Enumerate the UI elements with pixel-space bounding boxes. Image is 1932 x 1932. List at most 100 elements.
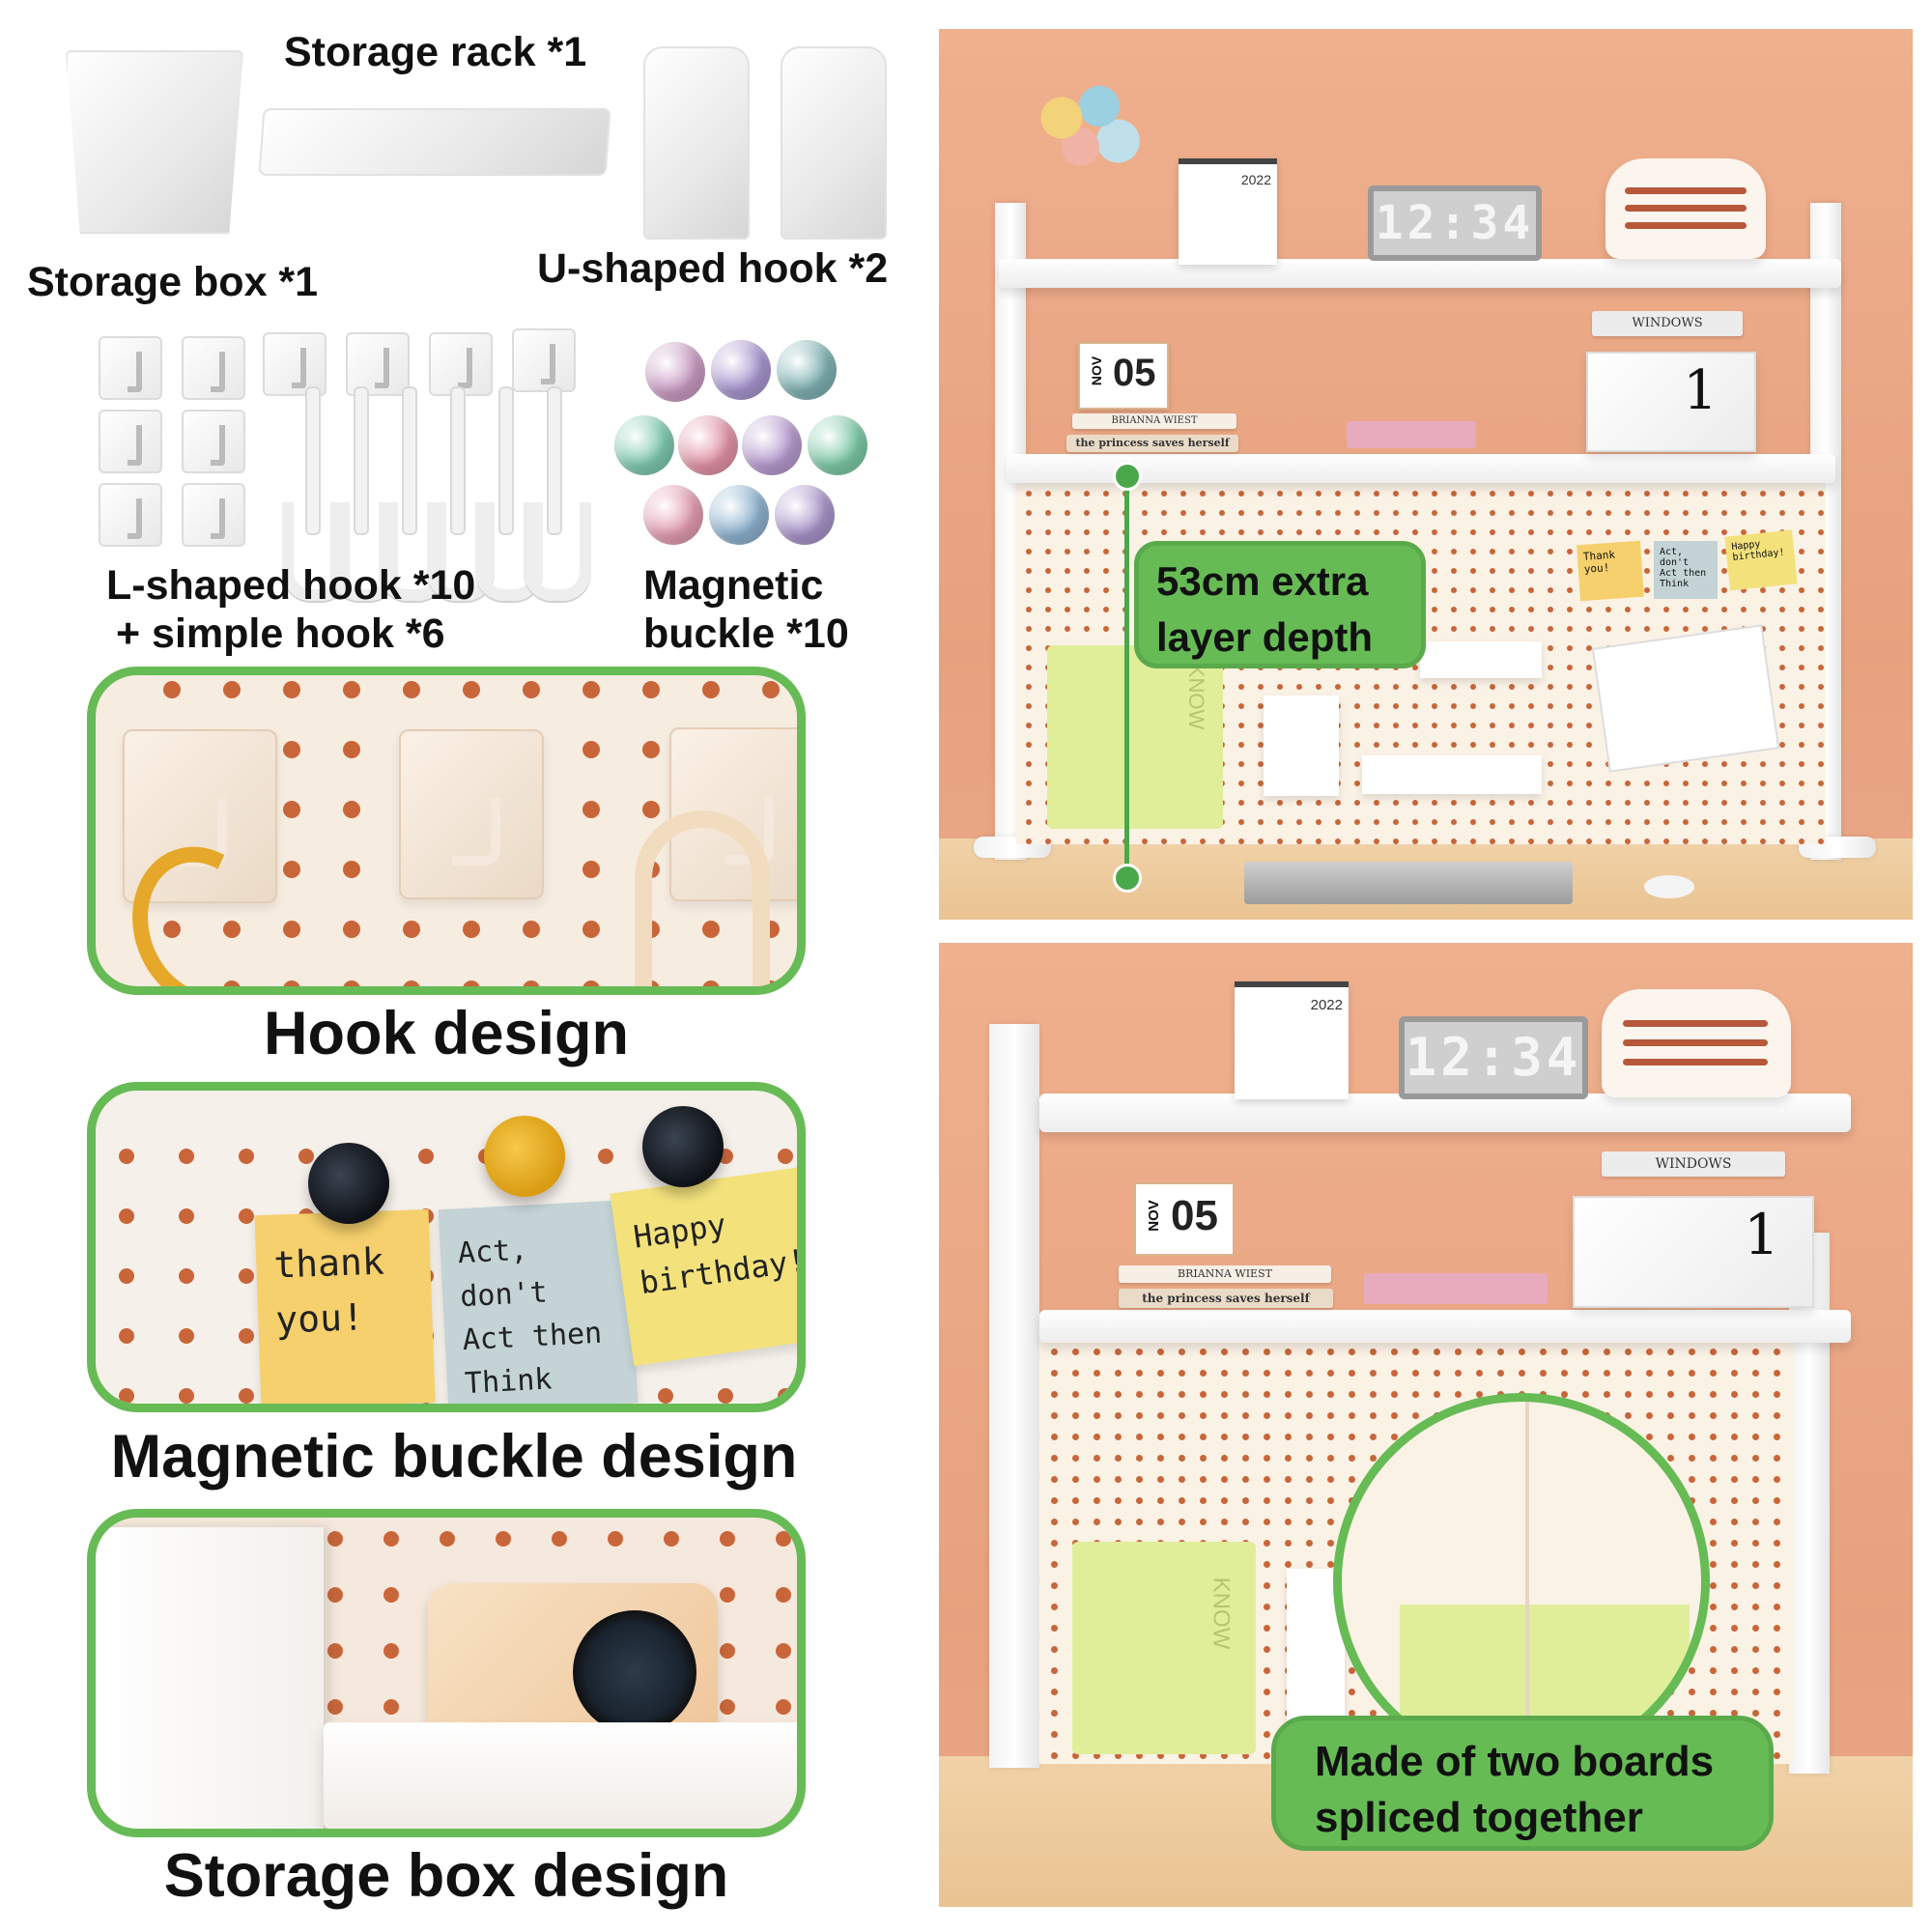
pegboard-hole [720,1531,735,1547]
pegboard-hole [1258,529,1264,535]
magnet-ball [643,485,703,545]
pegboard-hole [1567,491,1573,497]
pegboard-hole [1349,1370,1355,1377]
pegboard-hole [1354,838,1360,844]
pegboard-hole [283,801,300,818]
pegboard-hole [1774,1434,1780,1440]
pegboard-hole [1667,1349,1674,1355]
pegboard-hole [1818,781,1824,786]
pegboard-hole [1238,781,1244,786]
pegboard-hole [1051,1434,1058,1440]
pegboard-hole [1432,703,1437,709]
pegboard-hole [1412,684,1418,690]
pegboard-hole [1354,684,1360,690]
pegboard-hole [1490,703,1495,709]
pegboard-hole [1625,838,1631,844]
pegboard-hole [1200,510,1206,516]
pegboard-hole [1509,800,1515,806]
pegboard-tray [1362,755,1542,794]
pegboard-hole [1548,665,1553,670]
pegboard-hole [1051,1476,1058,1483]
pegboard-hole [1285,1349,1292,1355]
pegboard-hole [119,1268,134,1284]
pegboard-hole [598,1149,613,1164]
pegboard-hole [582,801,600,818]
magnet-ball [777,340,837,400]
pegboard-hole [1490,742,1495,748]
pegboard-hole [1774,1391,1780,1398]
pegboard-hole [1179,1412,1185,1419]
pegboard-hole [778,1388,793,1404]
pegboard-hole [1393,742,1399,748]
pegboard-hole [1779,665,1785,670]
pegboard-hole [239,1388,254,1404]
pegboard-hole [1354,703,1360,709]
pegboard-hole [384,1531,399,1547]
pegboard-hole [1582,1349,1589,1355]
pegboard-hole [1779,761,1785,767]
pegboard-hole [1161,529,1167,535]
depth-measure-dot-bottom [1113,864,1142,893]
desk-shelf-photo-top: 2022 12:34 NOV 05 BRIANNA WIEST the prin… [939,29,1913,920]
pegboard-hole [1115,1412,1122,1419]
pegboard-hole [1731,1540,1738,1547]
pegboard-hole [1045,587,1051,593]
pegboard-hole [1051,1731,1058,1738]
pegboard-hole [384,1699,399,1715]
pegboard-hole [1760,607,1766,612]
laptop [1244,862,1573,904]
pegboard-hole [1625,626,1631,632]
pegboard-hole [1683,491,1689,497]
pegboard-hole [664,1531,679,1547]
pegboard-hole [1567,761,1573,767]
pegboard-hole [1548,800,1553,806]
pegboard-hole [1335,491,1341,497]
pegboard-hole [1818,761,1824,767]
simple-hook-image [524,386,591,609]
pegboard-hole [1136,1497,1143,1504]
pegboard-hole [1490,626,1495,632]
pegboard-hole [384,1587,399,1603]
pegboard-hole [327,1587,343,1603]
pegboard-hole [1721,781,1727,786]
note-birthday: Happy birthday! [1724,529,1798,591]
pegboard-hole [1103,587,1109,593]
pegboard-hole [642,741,660,758]
pegboard-hole [1548,549,1553,554]
pegboard-hole [1731,1646,1738,1653]
depth-callout-line1: 53cm extra [1156,558,1369,604]
pegboard-hole [1451,587,1457,593]
pegboard-hole [1548,761,1553,767]
pegboard-hole [720,1699,735,1715]
pegboard-hole [1354,781,1360,786]
pegboard-hole [1179,1349,1185,1355]
pegboard-hole [1605,819,1611,825]
pegboard-hole [1528,568,1534,574]
pegboard-hole [1316,491,1321,497]
pegboard-hole [1335,838,1341,844]
calendar-year: 2022 [1310,997,1343,1013]
book-windows: WINDOWS [1592,311,1743,336]
pegboard-hole [384,1643,399,1659]
pegboard-hole [1393,510,1399,516]
pegboard-hole [343,801,360,818]
pegboard-hole [1710,1455,1717,1462]
pegboard-hole [1238,510,1244,516]
pegboard-hole [1327,1349,1334,1355]
pegboard-hole [1644,819,1650,825]
pegboard-hole [239,1328,254,1344]
pegboard-hole [1490,529,1495,535]
pegboard-hole [1752,1667,1759,1674]
pegboard-hole [1393,800,1399,806]
pegboard-hole [1760,781,1766,786]
pegboard-hole [1702,491,1708,497]
pegboard-hole [1072,1349,1079,1355]
pegboard-hole [1026,529,1032,535]
pegboard-hole [1799,549,1804,554]
pegboard-hole [1689,1434,1695,1440]
pegboard-hole [1285,1540,1292,1547]
pegboard-hole [283,681,300,698]
pegboard-hole [1258,819,1264,825]
pegboard-hole [1200,1412,1207,1419]
pegboard-hole [1349,1667,1355,1674]
